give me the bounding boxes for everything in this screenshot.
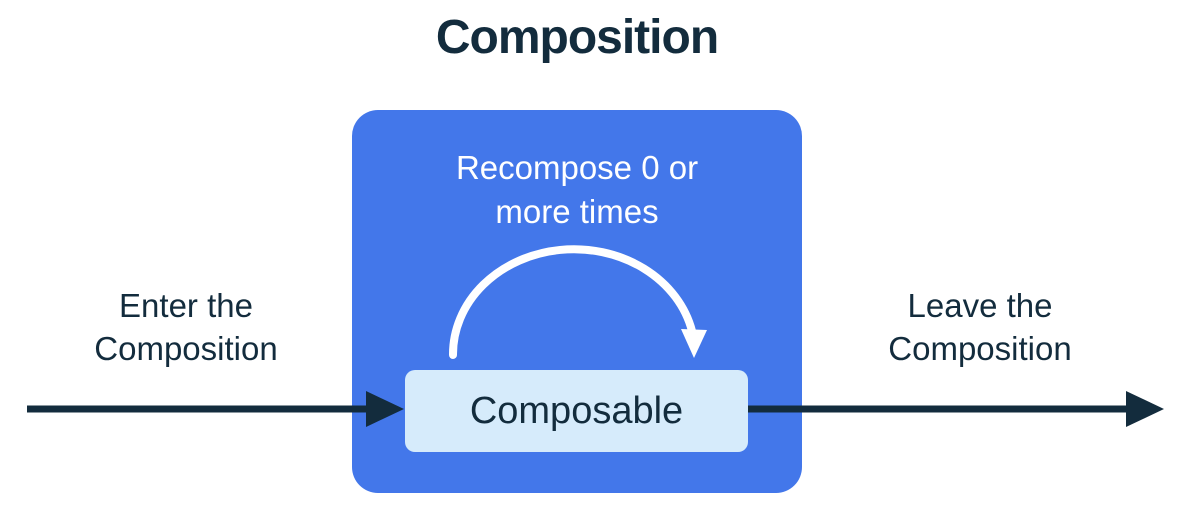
enter-composition-label: Enter the Composition: [94, 287, 278, 367]
recompose-label: Recompose 0 or more times: [455, 149, 699, 230]
composable-box: Composable: [405, 370, 748, 452]
leave-composition-label: Leave the Composition: [888, 287, 1072, 367]
leave-arrow-icon: [748, 391, 1164, 427]
composable-label: Composable: [469, 389, 684, 432]
enter-arrow-icon: [27, 391, 404, 427]
diagram-title: Composition: [435, 11, 719, 64]
